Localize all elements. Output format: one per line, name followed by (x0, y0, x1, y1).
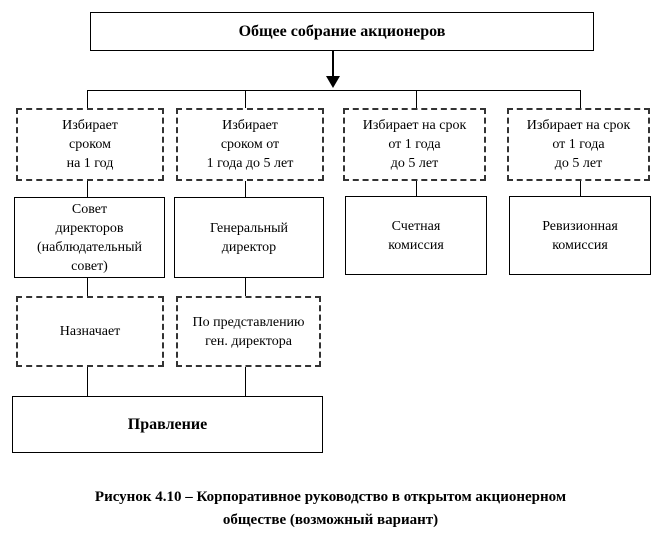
connector (87, 90, 88, 108)
term-label: Избирает сроком от 1 года до 5 лет (206, 118, 294, 171)
appointment-label: Назначает (59, 324, 121, 339)
connector (245, 181, 246, 197)
connector (245, 90, 246, 108)
connector (87, 367, 88, 396)
arrow-shaft (332, 51, 334, 79)
connector (580, 181, 581, 196)
term-label: Избирает на срок от 1 года до 5 лет (362, 118, 467, 171)
body-label: Генеральный директор (209, 220, 289, 255)
shareholders-meeting-label: Общее собрание акционеров (238, 23, 446, 40)
connector (245, 278, 246, 296)
connector (416, 181, 417, 196)
connector (87, 181, 88, 197)
shareholders-meeting-box: Общее собрание акционеров (90, 12, 594, 51)
body-label: Совет директоров (наблюдательный совет) (37, 201, 142, 274)
term-label: Избирает на срок от 1 года до 5 лет (526, 118, 631, 171)
horizontal-connector (87, 90, 581, 91)
management-board-label: Правление (127, 416, 208, 433)
appointment-label: По представлению ген. директора (192, 314, 305, 349)
ceo-box: Генеральный директор (174, 197, 324, 278)
connector (580, 90, 581, 108)
term-box-ceo: Избирает сроком от 1 года до 5 лет (176, 108, 324, 181)
term-box-audit: Избирает на срок от 1 года до 5 лет (507, 108, 650, 181)
ceo-proposal-box: По представлению ген. директора (176, 296, 321, 367)
body-label: Ревизионная комиссия (542, 218, 618, 253)
management-board-box: Правление (12, 396, 323, 453)
term-label: Избирает сроком на 1 год (62, 118, 118, 171)
figure-caption: Рисунок 4.10 – Корпоративное руководство… (94, 489, 567, 528)
connector (87, 278, 88, 296)
audit-commission-box: Ревизионная комиссия (509, 196, 651, 275)
arrow-down-icon (326, 76, 340, 88)
term-box-counting: Избирает на срок от 1 года до 5 лет (343, 108, 486, 181)
counting-commission-box: Счетная комиссия (345, 196, 487, 275)
appoints-box: Назначает (16, 296, 164, 367)
board-of-directors-box: Совет директоров (наблюдательный совет) (14, 197, 165, 278)
term-box-board: Избирает сроком на 1 год (16, 108, 164, 181)
connector (416, 90, 417, 108)
connector (245, 367, 246, 396)
body-label: Счетная комиссия (388, 218, 444, 253)
